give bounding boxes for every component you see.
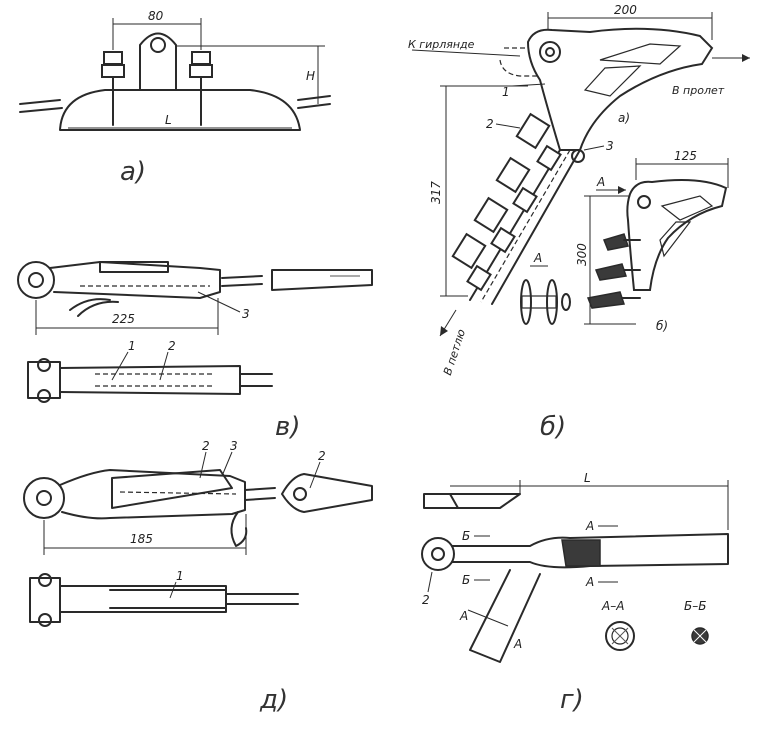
- dim-185: 185: [130, 532, 153, 546]
- eye-ring: [17, 261, 55, 299]
- sub-a-label: а): [618, 111, 630, 125]
- nut-left: [101, 64, 125, 78]
- panel-a-saddle-clamp: 80 H L а): [19, 9, 331, 187]
- dim-225: 225: [112, 312, 135, 326]
- caption-b: б): [540, 412, 566, 442]
- label-span: В пролет: [672, 84, 725, 97]
- section-a-ring: [605, 621, 635, 651]
- mark-a-bottom: А: [585, 575, 594, 589]
- sub-b-label: б): [656, 319, 668, 333]
- dim-h: H: [306, 69, 315, 83]
- callout-3: 3: [242, 307, 250, 321]
- callout-1: 1: [502, 85, 510, 99]
- clamp-body: [59, 89, 301, 131]
- callout-2: 2: [202, 439, 210, 453]
- dim-125: 125: [674, 149, 697, 163]
- clamp-lug: [139, 32, 177, 91]
- callout-wedge-2: 2: [318, 449, 326, 463]
- eye-ring: [23, 477, 65, 519]
- callout-2: 2: [168, 339, 176, 353]
- nut-right: [189, 64, 213, 78]
- mark-a-branch-2: А: [513, 637, 522, 651]
- clamp-eye: [421, 537, 455, 571]
- mark-a-branch-1: А: [459, 609, 468, 623]
- dim-300: 300: [575, 243, 589, 266]
- panel-g-compression-clamp: L Б Б А А А А 2 А–А Б–Б г): [421, 471, 729, 715]
- caption-d: д): [259, 685, 288, 715]
- callout-2: 2: [422, 593, 430, 607]
- insulator-string: [451, 112, 585, 305]
- panel-b-yoke-assembly: 200 К гирлянде В пролет а) 1: [408, 3, 750, 442]
- callout-1: 1: [176, 569, 184, 583]
- wire-loop: [230, 511, 248, 547]
- caption-a: а): [120, 157, 146, 187]
- dim-200: 200: [614, 3, 637, 17]
- view-a-disc-1: [520, 279, 532, 325]
- panel-v-strain-clamp: 225 3 1 2 в): [17, 261, 373, 442]
- section-a-label: А–А: [601, 599, 624, 613]
- wire-right: [297, 95, 331, 101]
- mark-b-bottom: Б: [462, 573, 470, 587]
- mark-a-top: А: [585, 519, 594, 533]
- view-a-label: А: [533, 251, 542, 265]
- wedge-detail: [281, 473, 373, 513]
- dim-l: L: [165, 113, 172, 127]
- callout-3: 3: [230, 439, 238, 453]
- callout-3: 3: [606, 139, 614, 153]
- small-yoke-plate: [626, 179, 728, 291]
- callout-1: 1: [128, 339, 136, 353]
- dim-80: 80: [148, 9, 164, 23]
- section-b-label: Б–Б: [684, 599, 706, 613]
- panel-d-wedge-clamp: 2 3 2 185 1 д): [23, 439, 373, 715]
- caption-v: в): [275, 412, 300, 442]
- mark-b-top: Б: [462, 529, 470, 543]
- small-view-a-label: А: [596, 175, 605, 189]
- compressed-section: [561, 539, 601, 567]
- wedge-side: [271, 269, 373, 291]
- lug-hole: [150, 37, 166, 53]
- callout-2: 2: [486, 117, 494, 131]
- label-insulator: К гирлянде: [408, 38, 475, 51]
- wire-tail: [69, 298, 111, 311]
- label-loop: В петлю: [441, 328, 468, 377]
- caption-g: г): [560, 685, 584, 715]
- wire-left: [19, 99, 61, 105]
- dim-317: 317: [429, 181, 443, 204]
- dim-l: L: [584, 471, 591, 485]
- yoke-hole: [539, 41, 561, 63]
